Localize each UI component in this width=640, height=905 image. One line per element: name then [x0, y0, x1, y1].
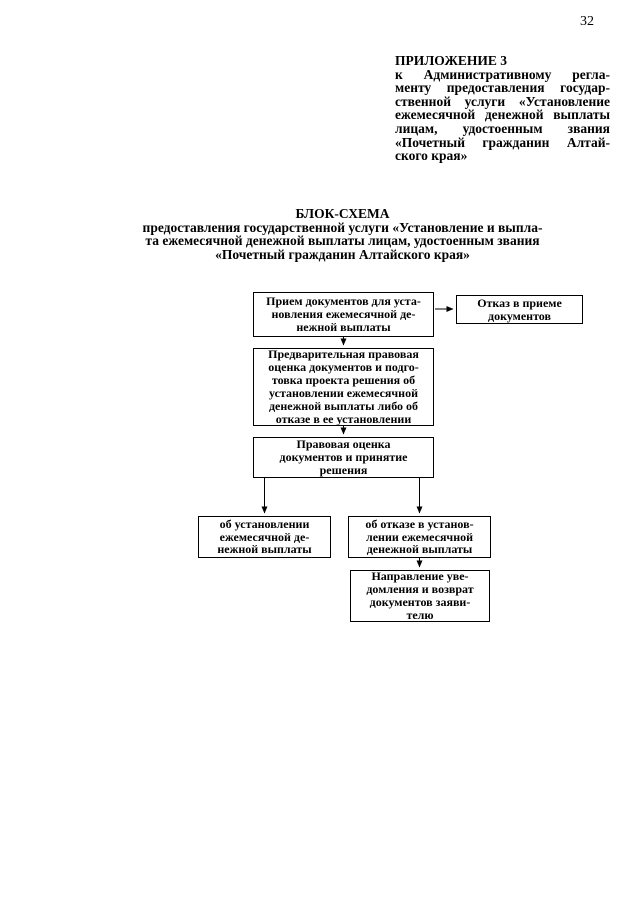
- text-line: нежной выплаты: [217, 542, 312, 557]
- flowchart-title-subtitle: предоставления государственной услуги «У…: [110, 219, 575, 262]
- text-line: ПРИЛОЖЕНИЕ 3: [395, 53, 507, 68]
- text-line: лицам, удостоенным звания: [395, 120, 610, 136]
- text-line: Предварительная правовая: [268, 347, 419, 362]
- text-line: денежной выплаты либо об: [268, 398, 419, 413]
- text-line: ежемесячной де-: [219, 529, 310, 544]
- text-line: документов и принятие: [279, 450, 408, 465]
- text-line: новления ежемесячной де-: [271, 307, 416, 322]
- text-line: отказе в ее установлении: [275, 411, 412, 426]
- flow-box-reception: Прием документов для уста-новления ежеме…: [253, 292, 434, 337]
- text-line: установлении ежемесячной: [269, 386, 418, 400]
- text-line: та ежемесячной денежной выплаты лицам, у…: [145, 233, 540, 249]
- text-line: «Почетный гражданин Алтайского края»: [215, 246, 470, 262]
- text-line: Прием документов для уста-: [266, 294, 421, 309]
- text-line: товка проекта решения об: [271, 373, 416, 388]
- text-line: решения: [319, 462, 368, 477]
- text-line: телю: [406, 607, 434, 622]
- text-line: нежной выплаты: [296, 319, 391, 334]
- text-line: Отказ в приеме: [477, 295, 562, 310]
- text-line: домления и возврат: [366, 582, 474, 597]
- text-line: ского края»: [395, 148, 468, 164]
- text-line: Направление уве-: [371, 569, 469, 584]
- text-line: документов заяви-: [369, 595, 471, 609]
- text-line: ственной услуги «Установление: [395, 93, 610, 109]
- text-line: Правовая оценка: [296, 437, 391, 452]
- page-number: 32: [580, 14, 594, 29]
- text-line: предоставления государственной услуги «У…: [142, 219, 543, 235]
- text-line: ежемесячной денежной выплаты: [395, 107, 610, 123]
- text-line: денежной выплаты: [366, 542, 473, 557]
- text-line: к Административному регла-: [395, 66, 610, 82]
- text-line: об отказе в установ-: [365, 516, 474, 531]
- text-line: об установлении: [219, 516, 310, 531]
- text-line: лении ежемесячной: [365, 529, 474, 544]
- text-line: оценка документов и подго-: [268, 360, 419, 375]
- flowchart-title-heading: БЛОК-СХЕМА: [295, 206, 390, 221]
- flowchart-title-block: БЛОК-СХЕМА предоставления государственно…: [110, 207, 575, 261]
- text-line: документов: [488, 308, 551, 323]
- text-line: менту предоставления государ-: [395, 80, 610, 96]
- text-line: «Почетный гражданин Алтай-: [395, 134, 610, 150]
